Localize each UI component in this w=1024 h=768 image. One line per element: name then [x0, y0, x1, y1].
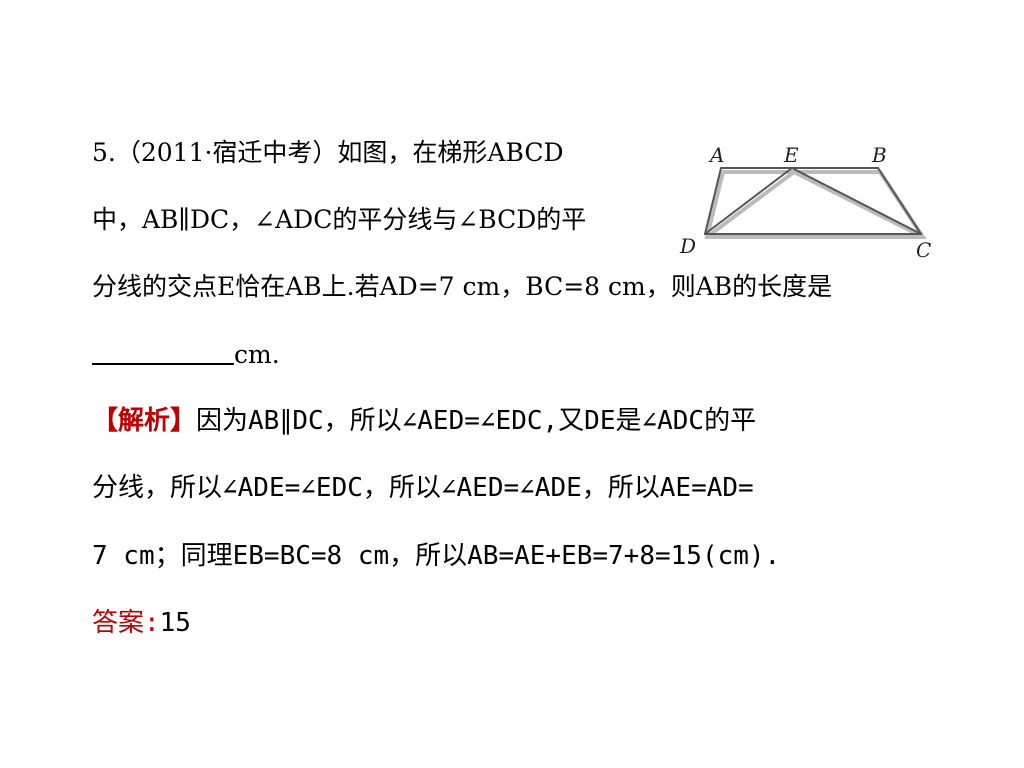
label-C: C [916, 238, 931, 262]
question-line-4-suffix: cm. [234, 340, 280, 369]
segment-ED [704, 167, 793, 235]
label-D: D [679, 234, 696, 258]
solution-line-3: 7 cm；同理EB=BC=8 cm，所以AB=AE+EB=7+8=15(cm). [92, 541, 781, 571]
answer-blank [92, 339, 234, 365]
answer-value: 15 [159, 608, 191, 638]
segment-AD [704, 167, 722, 235]
trapezoid-figure: A E B D C [679, 143, 931, 262]
answer-label: 答案: [92, 608, 160, 638]
segment-EC [791, 167, 922, 235]
solution-line-2: 分线，所以∠ADE=∠EDC，所以∠AED=∠ADE，所以AE=AD= [92, 473, 754, 503]
figure-lines [704, 167, 922, 235]
question-line-1: 5.（2011·宿迁中考）如图，在梯形ABCD [92, 138, 564, 167]
question-line-2: 中，AB∥DC，∠ADC的平分线与∠BCD的平 [92, 205, 587, 234]
segment-BC [877, 167, 922, 235]
question-line-4: cm. [92, 338, 280, 372]
label-E: E [783, 143, 799, 167]
label-A: A [708, 143, 724, 167]
solution-line-1-text: 因为AB∥DC，所以∠AED=∠EDC,又DE是∠ADC的平 [196, 406, 757, 436]
answer-line: 答案:15 [92, 606, 191, 640]
question-line-3: 分线的交点E恰在AB上.若AD=7 cm，BC=8 cm，则AB的长度是 [92, 272, 833, 301]
solution-line-1: 【解析】因为AB∥DC，所以∠AED=∠EDC,又DE是∠ADC的平 [92, 404, 756, 438]
label-B: B [871, 143, 887, 167]
figure-shadow [704, 170, 927, 239]
solution-label: 【解析】 [92, 406, 197, 436]
